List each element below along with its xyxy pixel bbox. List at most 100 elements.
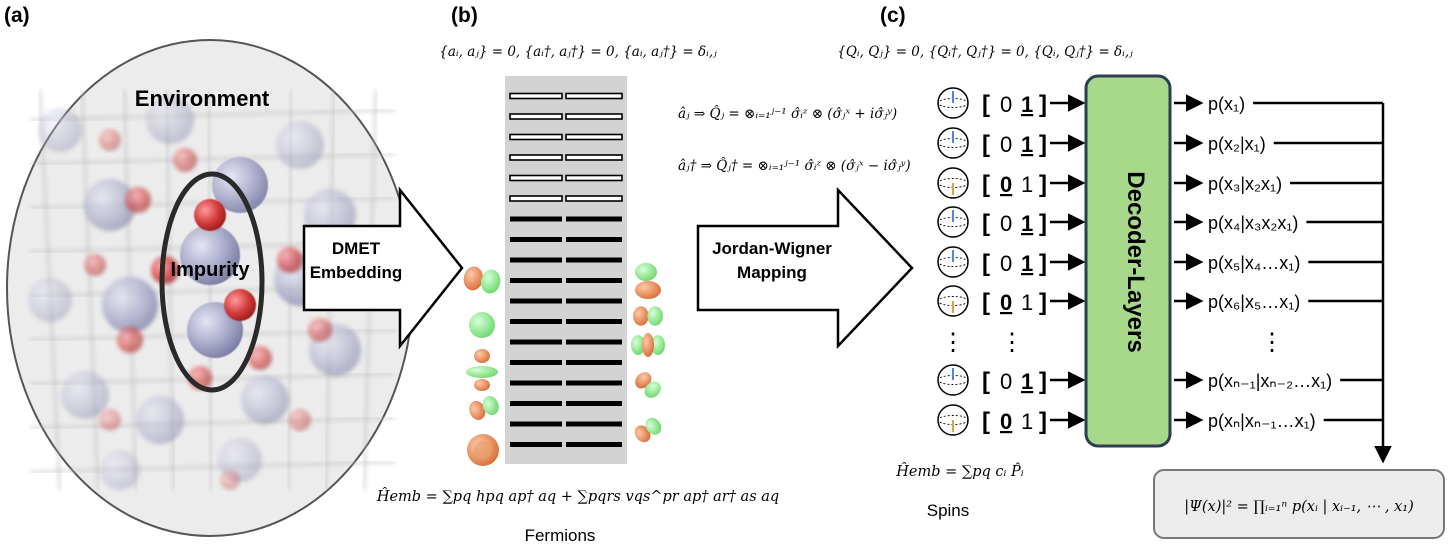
jw-arrow-line2: Mapping	[737, 263, 807, 282]
lattice-bond	[80, 89, 100, 491]
bitstring-open-bracket: [	[982, 91, 990, 118]
bitstring-close-bracket: ]	[1039, 250, 1047, 277]
atom-gray	[136, 396, 184, 444]
orbital-energy-levels	[509, 92, 623, 447]
bitstring-open-bracket: [	[982, 289, 990, 316]
occupied-orbital-level	[510, 401, 562, 406]
bit-one: 1	[1021, 409, 1033, 434]
occupied-orbital-level	[510, 421, 562, 427]
lattice-bond	[29, 152, 396, 166]
atom-red	[289, 409, 311, 431]
atom-red	[277, 247, 303, 273]
orbital-lobe-pair	[463, 266, 501, 294]
occupied-orbital-level	[566, 339, 622, 345]
atom-red	[117, 327, 143, 353]
orbital-lobe-green	[482, 396, 499, 416]
atom-red	[125, 187, 151, 213]
atom-red	[84, 254, 106, 276]
atom-red	[224, 289, 256, 321]
virtual-orbital-level	[565, 133, 623, 141]
occupied-orbital-level	[566, 257, 622, 263]
atom-gray	[102, 277, 158, 333]
wavefunction-equation: |Ψ(x)|² = ∏ᵢ₌₁ⁿ p(xᵢ | xᵢ₋₁, ⋯ , x₁)	[1184, 499, 1413, 515]
crystal-lattice	[28, 89, 396, 491]
panel-c-label: (c)	[880, 4, 906, 27]
atom-gray	[100, 450, 140, 490]
orbital-lobe-green	[651, 335, 665, 355]
dmet-arrow-shape	[302, 186, 464, 350]
bloch-sphere-icon	[937, 167, 969, 199]
atom-gray	[241, 376, 289, 424]
bitstring-close-bracket: ]	[1039, 368, 1047, 395]
occupied-orbital-level	[566, 319, 622, 324]
orbital-lobe-pair	[634, 417, 662, 443]
occupied-orbital-level	[510, 319, 562, 324]
orbital-lobe-green	[466, 366, 498, 378]
sphere-ellipsis: ⋮	[941, 329, 965, 356]
jw-equation-creation: âⱼ† ⇒ Q̂ⱼ† = ⊗ᵢ₌₁ʲ⁻¹ σ̂ᵢᶻ ⊗ (σ̂ⱼˣ − iσ̂ⱼ…	[678, 158, 911, 174]
bit-zero: 0	[1000, 409, 1012, 434]
occupied-orbital-level	[566, 380, 622, 386]
panel-a-label: (a)	[4, 4, 30, 27]
occupied-orbital-level	[566, 216, 622, 222]
virtual-orbital-level	[509, 113, 563, 120]
dmet-arrow-line2: Embedding	[310, 263, 403, 282]
bloch-sphere-icon	[937, 285, 969, 317]
bitstring-open-bracket: [	[982, 250, 990, 277]
orbital-lobe-green	[645, 417, 662, 435]
bloch-sphere-icon	[937, 87, 969, 119]
bloch-sphere-icon	[937, 206, 969, 238]
orbital-lobe-orange	[633, 306, 649, 326]
jordan-wigner: âⱼ ⇒ Q̂ⱼ = ⊗ᵢ₌₁ʲ⁻¹ σ̂ᵢᶻ ⊗ (σ̂ⱼˣ + iσ̂ⱼʸ)…	[678, 106, 914, 350]
occupied-orbital-level	[510, 278, 562, 283]
bit-one: 1	[1021, 92, 1033, 117]
bit-zero: 0	[1000, 251, 1012, 276]
bitstring-close-bracket: ]	[1039, 171, 1047, 198]
panel-b: (b) {aᵢ, aⱼ} = 0, {aᵢ†, aⱼ†} = 0, {aᵢ, a…	[376, 4, 779, 545]
jw-equation-annihilation: âⱼ ⇒ Q̂ⱼ = ⊗ᵢ₌₁ʲ⁻¹ σ̂ᵢᶻ ⊗ (σ̂ⱼˣ + iσ̂ⱼʸ)	[678, 106, 897, 122]
conditional-probability: p(x₂|x₁)	[1208, 134, 1266, 154]
occupied-orbital-level	[510, 298, 562, 304]
jw-arrow-line1: Jordan-Wigner	[712, 239, 832, 258]
orbital-lobe-green	[647, 306, 663, 326]
virtual-orbital-level	[509, 133, 563, 141]
bloch-sphere-icon	[937, 404, 969, 436]
bitstring-close-bracket: ]	[1039, 131, 1047, 158]
conditional-probability: p(x₁)	[1208, 94, 1245, 114]
virtual-orbital-level	[565, 174, 623, 182]
orbital-lobe-green	[480, 269, 501, 294]
conditional-probability: p(x₅|x₄…x₁)	[1208, 253, 1300, 273]
orbital-lobe-orange	[463, 266, 484, 291]
orbital-d-right	[631, 333, 665, 357]
fermions-caption: Fermions	[525, 526, 596, 545]
panel-b-label: (b)	[451, 4, 478, 27]
bitstring-close-bracket: ]	[1039, 91, 1047, 118]
bloch-sphere-icon	[937, 127, 969, 159]
occupied-orbital-level	[510, 360, 562, 365]
decoder-layers-block	[1084, 74, 1172, 448]
atom-red	[99, 129, 121, 151]
bit-one: 1	[1021, 172, 1033, 197]
orbital-s-core	[474, 441, 492, 459]
bit-one: 1	[1021, 290, 1033, 315]
bloch-sphere-icon	[937, 246, 969, 278]
spin-anticommutation: {Qᵢ, Qⱼ} = 0, {Qᵢ†, Qⱼ†} = 0, {Qᵢ, Qⱼ†} …	[837, 44, 1133, 60]
bitstring-close-bracket: ]	[1039, 289, 1047, 316]
bitstring-close-bracket: ]	[1039, 408, 1047, 435]
bitstring-ellipsis: ⋮	[1000, 329, 1024, 356]
orbital-lobe-orange	[634, 425, 651, 443]
probability-ellipsis: ⋮	[1260, 329, 1284, 356]
virtual-orbital-level	[565, 92, 623, 100]
lattice-bond	[29, 460, 396, 474]
atom-gray	[38, 108, 82, 152]
bit-one: 1	[1021, 369, 1033, 394]
impurity-label: Impurity	[171, 259, 251, 281]
atom-gray	[212, 157, 268, 213]
bit-zero: 0	[1000, 92, 1012, 117]
bitstring-open-bracket: [	[982, 171, 990, 198]
